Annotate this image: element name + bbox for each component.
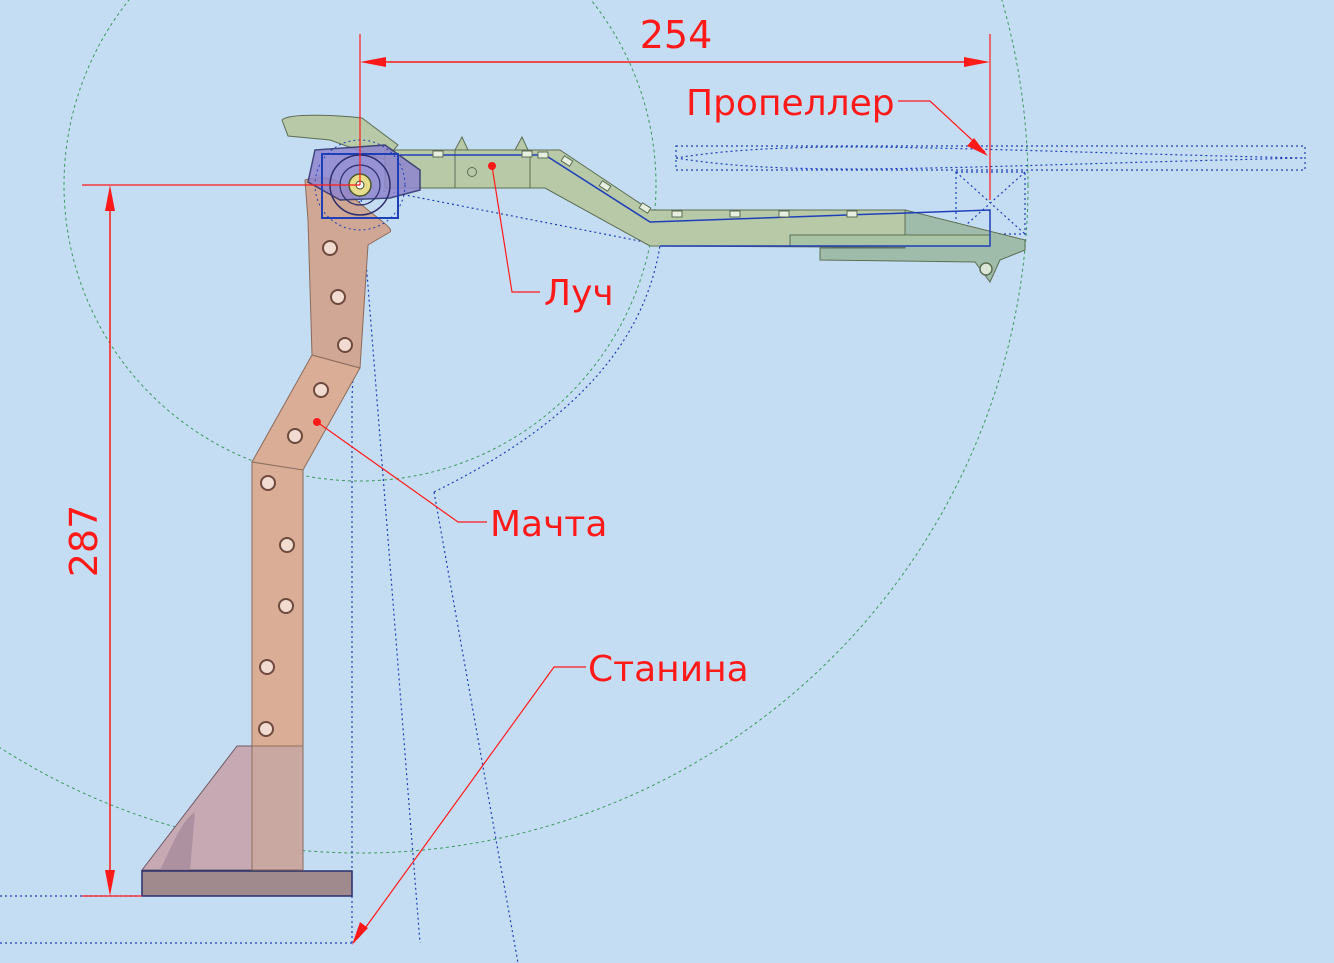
beam-gusset-tab-2 (514, 135, 529, 151)
callout-beam: Луч (488, 162, 614, 314)
label-base: Станина (588, 649, 749, 690)
outer-circle (0, 0, 1029, 854)
dimension-287-text: 287 (62, 505, 106, 578)
inner-circle (63, 0, 657, 482)
mast-lower-overlap (251, 745, 304, 871)
base-assembly (140, 745, 353, 897)
dimension-vertical: 287 (62, 184, 360, 897)
callout-mast: Мачта (313, 418, 607, 545)
arrow-right-icon (964, 57, 990, 67)
arrow-left-icon (360, 57, 386, 67)
mast-middle (251, 354, 361, 471)
beam-assembly (281, 114, 1026, 283)
callout-propeller: Пропеллер (686, 83, 988, 156)
arrow-down-icon (105, 870, 115, 896)
beam-slots (432, 150, 858, 218)
beam-small-hole (467, 167, 477, 177)
mast-assembly (251, 177, 392, 871)
dimension-horizontal: 254 (359, 13, 991, 200)
label-beam: Луч (544, 273, 614, 314)
beam-outline (400, 154, 991, 247)
arrow-propeller-icon (967, 138, 988, 156)
gusset-fillet (160, 812, 195, 870)
dimension-254-text: 254 (640, 13, 713, 57)
beam-rib (454, 149, 531, 189)
pivot-hub (307, 139, 421, 231)
mast-holes (258, 240, 353, 737)
beam-lower-strip (789, 234, 991, 247)
construction-circles (0, 0, 1029, 854)
base-plate (141, 870, 353, 897)
arrow-base-icon (352, 922, 368, 945)
beam-gusset-tab (454, 135, 469, 151)
callout-base: Станина (352, 649, 749, 945)
beam-tip-hole (979, 262, 993, 276)
label-propeller: Пропеллер (686, 83, 895, 124)
arrow-up-icon (105, 185, 115, 211)
label-mast: Мачта (490, 504, 607, 545)
